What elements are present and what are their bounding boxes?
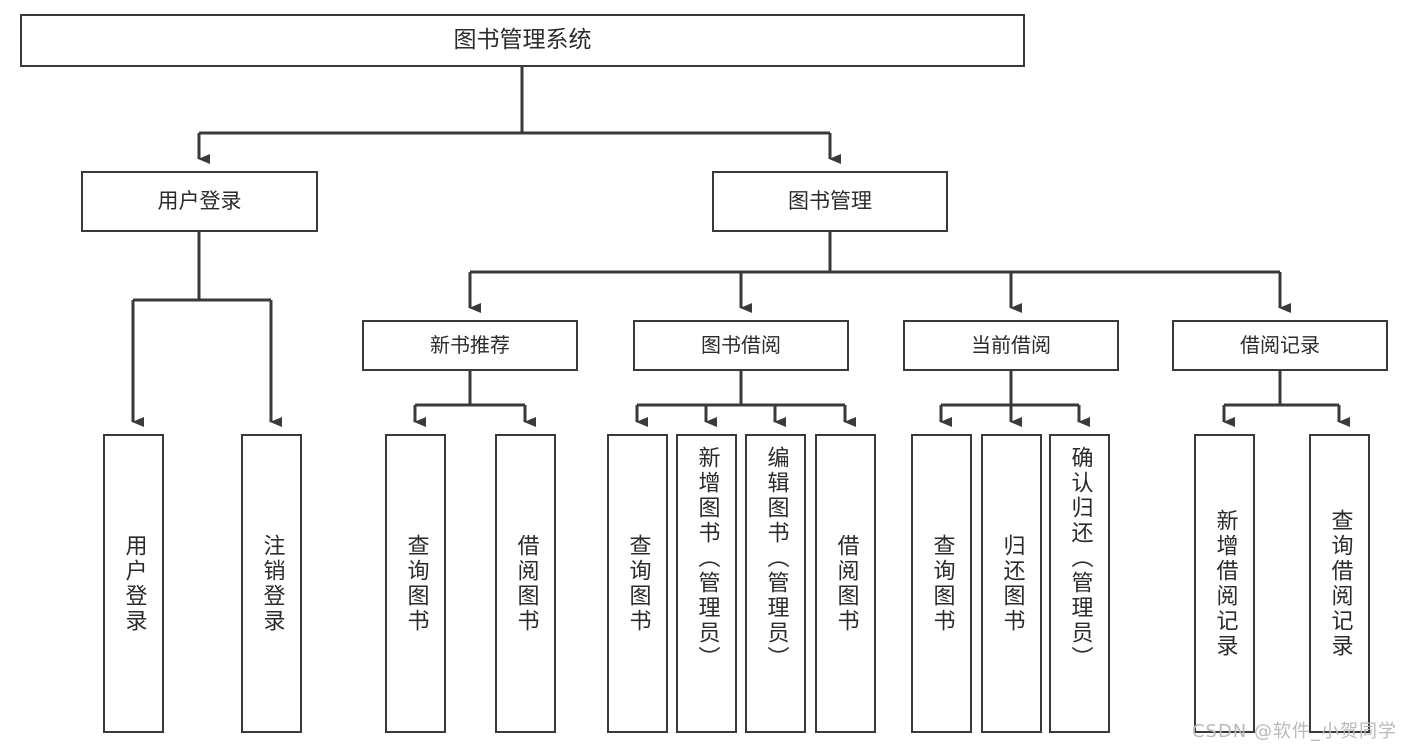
node-label: 查询图书 [929,533,955,634]
node-leaf-return-book[interactable]: 归还图书 [981,434,1042,733]
node-leaf-confirm-return[interactable]: 确认归还（管理员） [1049,434,1110,733]
node-label: 借阅记录 [1240,333,1320,358]
node-label: 新增借阅记录 [1212,508,1238,659]
node-leaf-add-record[interactable]: 新增借阅记录 [1194,434,1255,733]
node-user-login[interactable]: 用户登录 [81,171,318,232]
node-label: 查询借阅记录 [1327,508,1353,659]
node-leaf-query-books-1[interactable]: 查询图书 [385,434,446,733]
node-leaf-query-books-3[interactable]: 查询图书 [911,434,972,733]
node-borrow-history[interactable]: 借阅记录 [1172,320,1388,371]
node-label: 归还图书 [999,533,1025,634]
node-label: 用户登录 [121,533,147,634]
node-label: 借阅图书 [513,533,539,634]
node-label: 图书管理 [788,188,872,213]
node-label: 查询图书 [625,533,651,634]
node-label: 新书推荐 [430,333,510,358]
node-label: 当前借阅 [971,333,1051,358]
node-leaf-borrow-books-2[interactable]: 借阅图书 [815,434,876,733]
node-leaf-logout[interactable]: 注销登录 [241,434,302,733]
node-leaf-query-record[interactable]: 查询借阅记录 [1309,434,1370,733]
node-label: 确认归还（管理员） [1067,446,1093,671]
node-label: 新增图书（管理员） [694,446,720,671]
node-label: 编辑图书（管理员） [763,446,789,671]
node-label: 注销登录 [259,533,285,634]
node-label: 查询图书 [403,533,429,634]
node-new-book-recommend[interactable]: 新书推荐 [362,320,578,371]
node-leaf-edit-book[interactable]: 编辑图书（管理员） [745,434,806,733]
node-leaf-add-book[interactable]: 新增图书（管理员） [676,434,737,733]
node-book-management[interactable]: 图书管理 [712,171,948,232]
node-leaf-borrow-books-1[interactable]: 借阅图书 [495,434,556,733]
node-leaf-query-books-2[interactable]: 查询图书 [607,434,668,733]
node-label: 借阅图书 [833,533,859,634]
node-leaf-user-login[interactable]: 用户登录 [103,434,164,733]
node-label: 用户登录 [157,188,242,213]
node-book-management-system[interactable]: 图书管理系统 [20,14,1025,67]
node-current-borrow[interactable]: 当前借阅 [903,320,1119,371]
node-label: 图书借阅 [701,333,781,358]
node-book-borrow[interactable]: 图书借阅 [633,320,849,371]
csdn-watermark: CSDN @软件_小贺同学 [1191,721,1397,742]
node-label: 图书管理系统 [453,26,592,53]
